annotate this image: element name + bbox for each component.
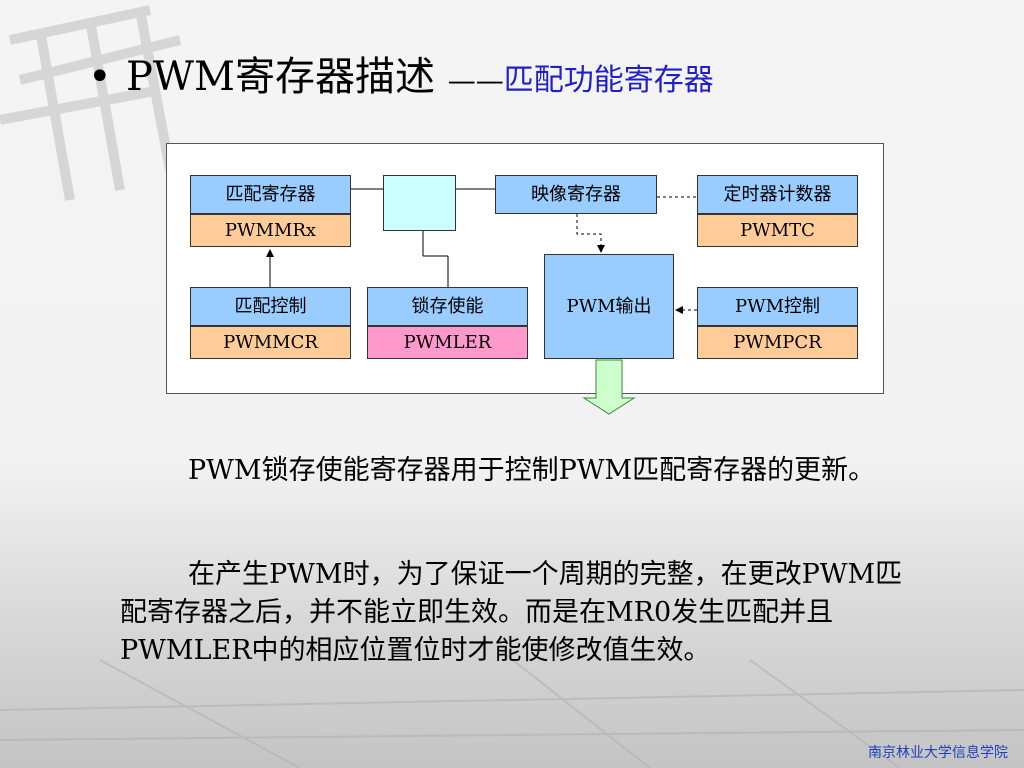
pwm-control-cn: PWM控制	[697, 287, 858, 326]
latch-switch	[383, 175, 456, 231]
paragraph-1: PWM锁存使能寄存器用于控制PWM匹配寄存器的更新。	[188, 455, 876, 486]
match-control-cn: 匹配控制	[190, 287, 351, 326]
footer-institution: 南京林业大学信息学院	[868, 745, 1008, 761]
background-pattern	[0, 5, 182, 201]
title-subtitle: 匹配功能寄存器	[503, 63, 714, 98]
bullet-icon: •	[88, 54, 112, 100]
background-bottom-texture	[0, 649, 1024, 768]
title-main: PWM寄存器描述	[126, 54, 448, 100]
output-arrow-icon	[582, 359, 636, 415]
match-control-en: PWMMCR	[190, 326, 351, 359]
slide-title: • PWM寄存器描述 ——匹配功能寄存器	[88, 52, 714, 106]
shadow-register: 映像寄存器	[495, 175, 657, 214]
pwm-output: PWM输出	[544, 254, 674, 359]
match-register-en: PWMMRx	[190, 214, 351, 247]
match-register-cn: 匹配寄存器	[190, 175, 351, 214]
latch-enable-en: PWMLER	[367, 326, 528, 359]
timer-counter-en: PWMTC	[697, 214, 858, 247]
latch-enable-cn: 锁存使能	[367, 287, 528, 326]
pwm-control-en: PWMPCR	[697, 326, 858, 359]
paragraph-2: 在产生PWM时，为了保证一个周期的完整，在更改PWM匹配寄存器之后，并不能立即生…	[120, 559, 903, 666]
title-dash: ——	[447, 64, 504, 97]
timer-counter-cn: 定时器计数器	[697, 175, 858, 214]
